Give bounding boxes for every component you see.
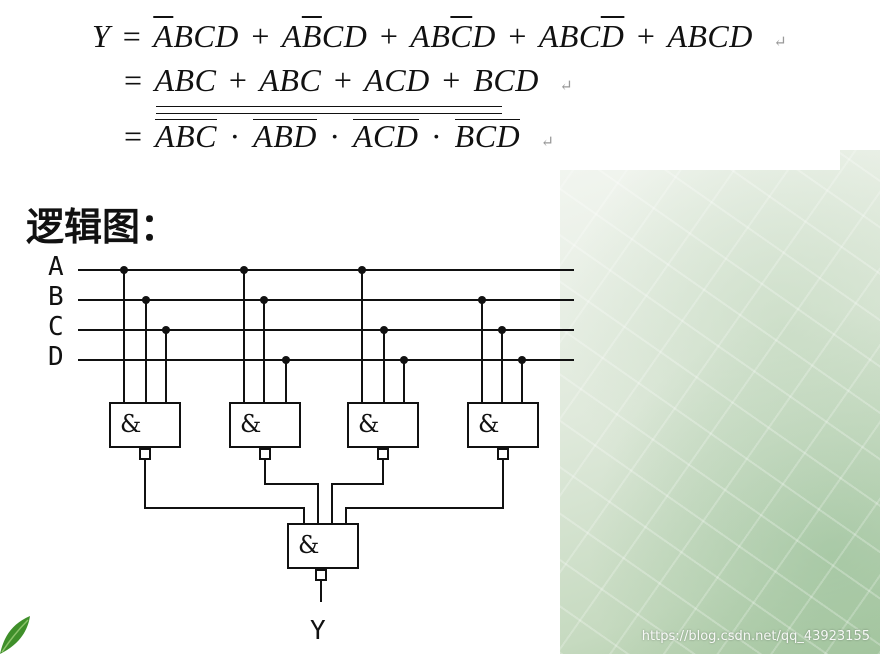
input-label-b: B: [48, 282, 64, 312]
equation-line-3: = ABC · ABD · ACD · BCD ↵: [124, 118, 555, 154]
nand-term: ABD: [253, 118, 317, 154]
nand-term: BCD: [454, 118, 521, 154]
return-mark-icon: ↵: [540, 134, 555, 151]
output-variable: Y: [92, 18, 111, 54]
minterm-5: ABCD: [667, 18, 753, 54]
input-label-d: D: [48, 342, 64, 372]
output-label-y: Y: [310, 616, 326, 646]
minterm-4: ABCD: [538, 18, 625, 54]
input-label-a: A: [48, 252, 64, 282]
minterm-1: ABCD: [153, 18, 239, 54]
minterm-2: ABCD: [281, 18, 368, 54]
nand-gate-2: [229, 402, 301, 448]
term: ABC: [259, 62, 322, 98]
equation-line-2: = ABC + ABC + ACD + BCD ↵: [124, 62, 574, 98]
formula-panel: Y = ABCD + ABCD + ABCD + ABCD + ABCD ↵ =…: [80, 0, 840, 170]
input-label-c: C: [48, 312, 64, 342]
term: ABC: [154, 62, 217, 98]
background-texture: [560, 150, 880, 654]
watermark: https://blog.csdn.net/qq_43923155: [641, 629, 870, 644]
nand-term: ACD: [353, 118, 419, 154]
nand-gate-4: [467, 402, 539, 448]
return-mark-icon: ↵: [773, 34, 788, 51]
gate-symbol: &: [120, 410, 142, 438]
nand-term: ABC: [155, 118, 217, 154]
double-overline: [156, 106, 502, 114]
logic-diagram-heading: 逻辑图：: [26, 205, 179, 249]
logic-circuit: A B C D: [40, 250, 600, 654]
term: BCD: [473, 62, 539, 98]
nand-gate-final: [287, 523, 359, 569]
leaf-decoration: [0, 616, 30, 654]
equation-line-1: Y = ABCD + ABCD + ABCD + ABCD + ABCD ↵: [92, 18, 788, 54]
term: ACD: [364, 62, 430, 98]
nand-gate-3: [347, 402, 419, 448]
minterm-3: ABCD: [410, 18, 496, 54]
return-mark-icon: ↵: [559, 78, 574, 95]
gate-symbol: &: [358, 410, 380, 438]
nand-gate-1: [109, 402, 181, 448]
gate-symbol: &: [298, 531, 320, 559]
gate-symbol: &: [240, 410, 262, 438]
circuit-wiring: [78, 266, 574, 602]
gate-symbol: &: [478, 410, 500, 438]
